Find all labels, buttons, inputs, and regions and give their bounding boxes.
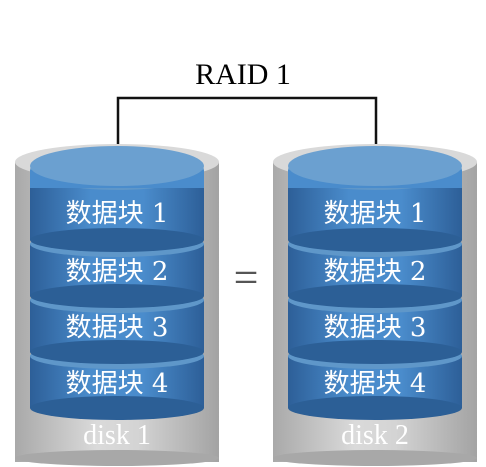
block-label: 数据块 2 xyxy=(323,257,427,287)
disk-label: disk 2 xyxy=(341,420,409,451)
block-label: 数据块 4 xyxy=(323,369,427,399)
block-label: 数据块 3 xyxy=(65,313,169,343)
disk-label: disk 1 xyxy=(83,420,151,451)
block-label: 数据块 1 xyxy=(323,199,427,229)
block-label: 数据块 3 xyxy=(323,313,427,343)
raid-connector-line xyxy=(116,96,378,163)
diagram-title: RAID 1 xyxy=(195,58,291,91)
block-label: 数据块 4 xyxy=(65,369,169,399)
block-label: 数据块 1 xyxy=(65,199,169,229)
equals-sign: = xyxy=(233,253,259,302)
disk-2 xyxy=(273,144,477,466)
block-label: 数据块 2 xyxy=(65,257,169,287)
disk-1 xyxy=(15,144,219,466)
